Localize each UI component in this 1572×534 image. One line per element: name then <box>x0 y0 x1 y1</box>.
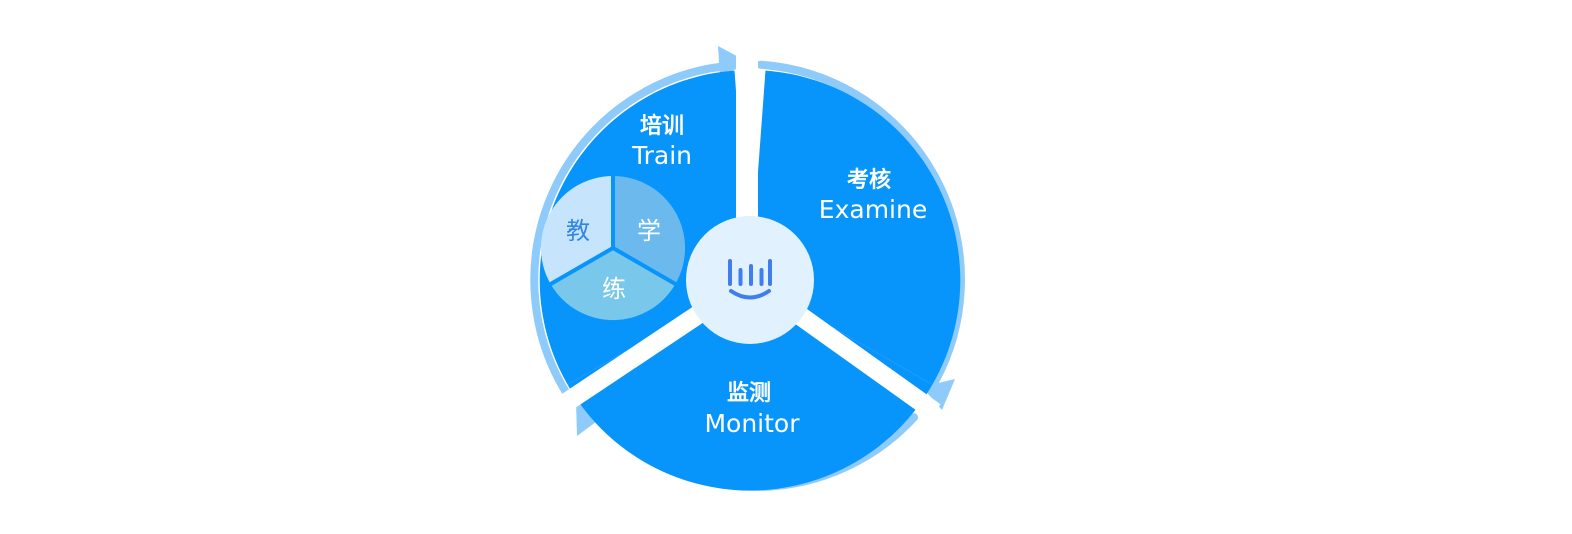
bar-chart-smile-logo-icon <box>728 259 772 300</box>
subpart-label-practice: 练 <box>602 275 626 303</box>
subpart-label-learn: 学 <box>637 217 661 245</box>
segment-labels: 培训 Train 考核 Examine 监测 Monitor <box>631 113 927 438</box>
examine-label-en: Examine <box>819 195 927 224</box>
center-hub <box>686 216 814 344</box>
ring-arc-examine <box>756 60 965 390</box>
subpart-dividers <box>547 174 679 287</box>
arrowhead-to-train-icon <box>576 401 604 436</box>
train-subparts-pie: 教 学 练 <box>540 174 686 321</box>
train-label-en: Train <box>631 141 692 170</box>
monitor-label-en: Monitor <box>704 409 800 438</box>
monitor-label-cn: 监测 <box>727 380 771 406</box>
ring-arc-train <box>530 62 727 402</box>
subpart-label-teach: 教 <box>566 217 590 245</box>
arrowhead-to-examine-icon <box>718 46 748 78</box>
train-label-cn: 培训 <box>640 113 684 139</box>
examine-label-cn: 考核 <box>847 167 891 193</box>
